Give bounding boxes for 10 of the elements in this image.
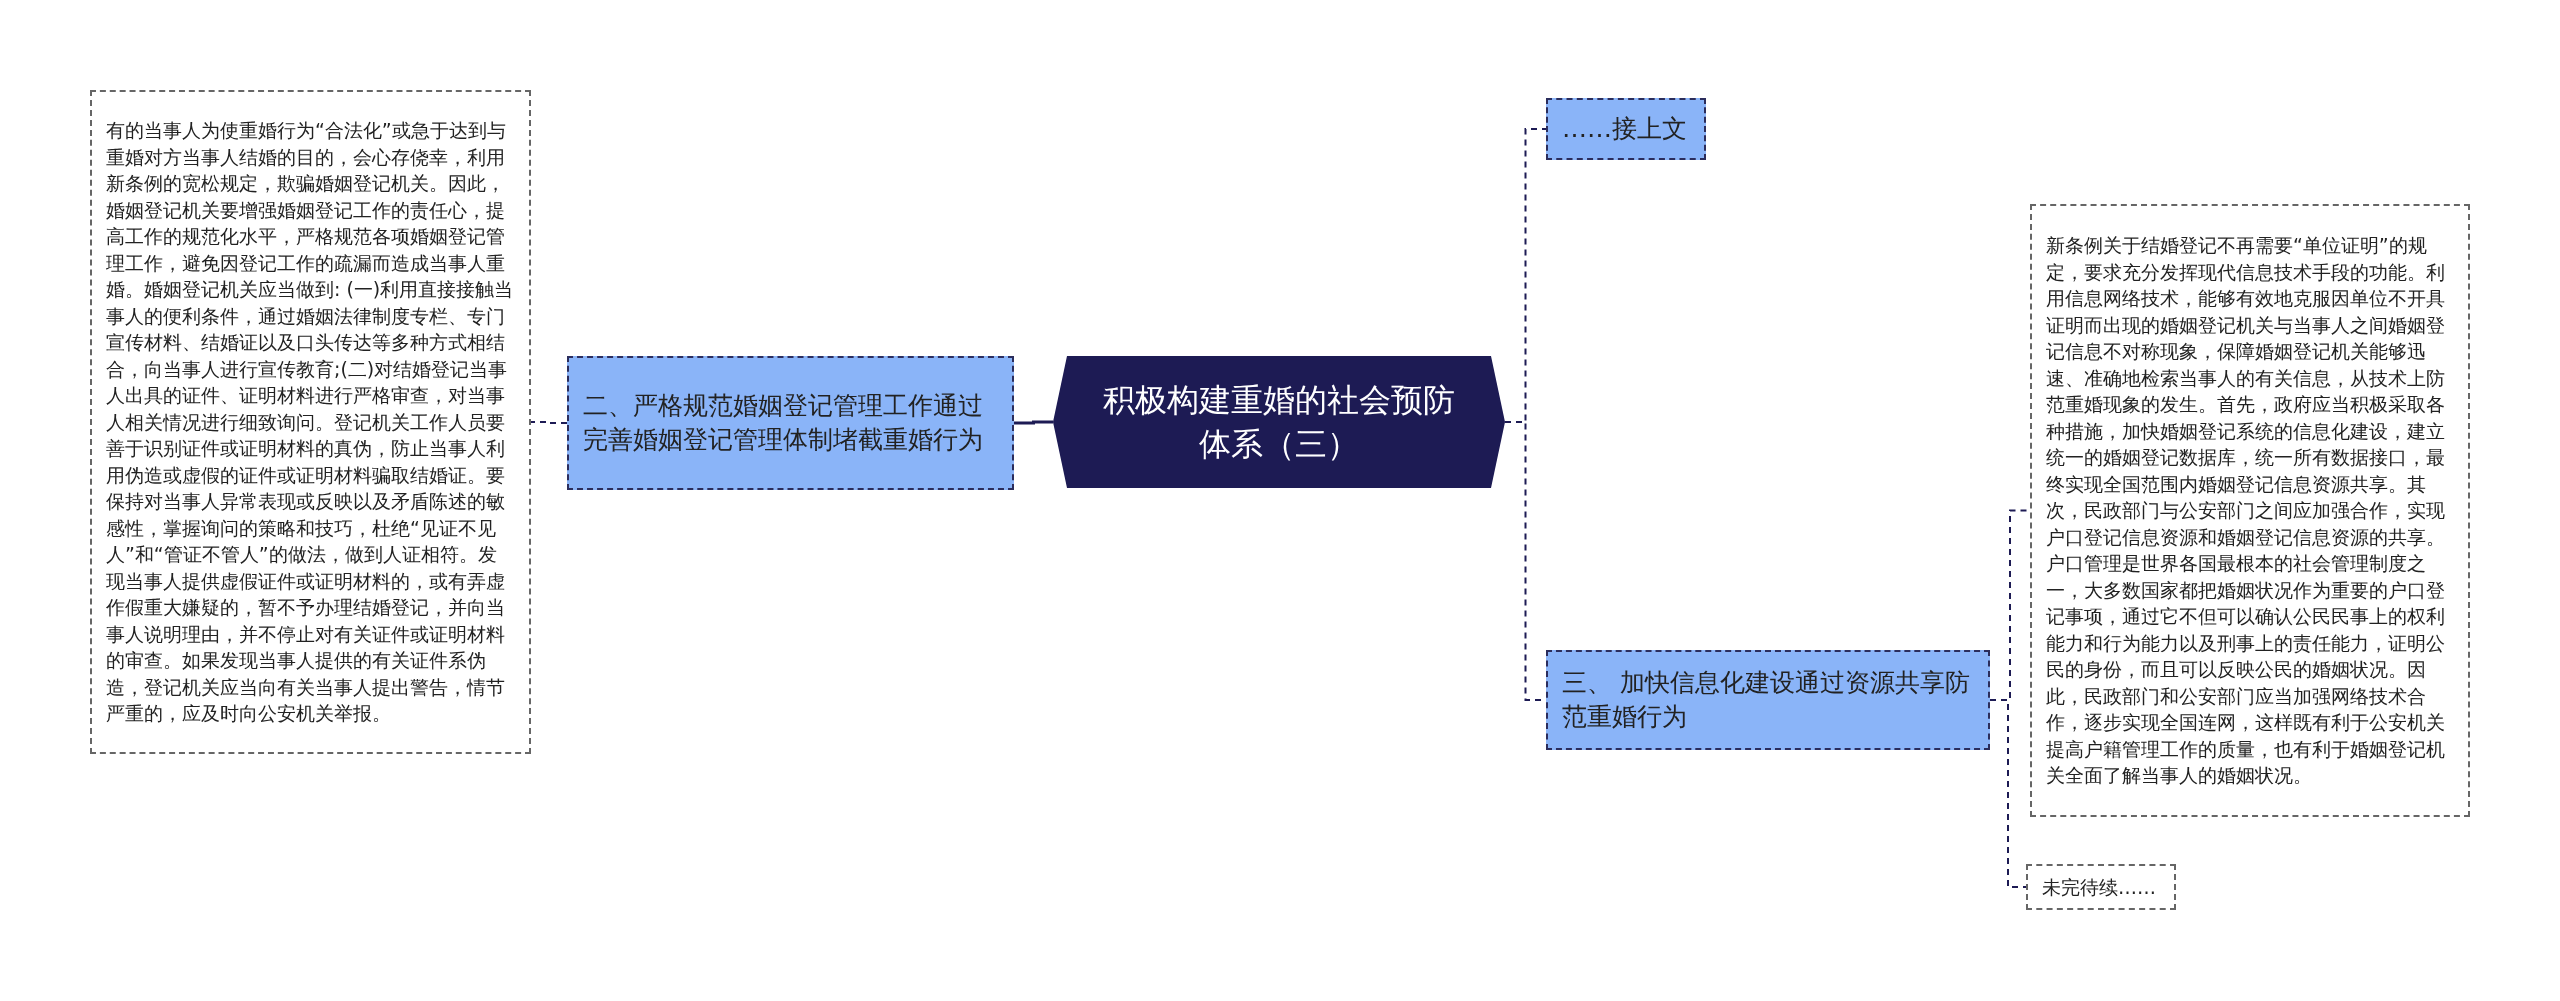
- text-note-box: 有的当事人为使重婚行为“合法化”或急于达到与重婚对方当事人结婚的目的，会心存侥幸，利用新条例的宽松规定，欺骗婚姻登记机关。因此，婚姻登记机关要增强婚姻登记工作的责任心，提高工作的规范化水平，严格规范各项婚姻登记管理工作，避免因登记工作的疏漏而造成当事人重婚。婚姻登记机关应当做到: (一)利用直接接触当事人的便利条件，通过婚姻法律制度专栏、专门宣传材料、结婚证以及口头传达等多种方式相结合，向当事人进行宣传教育;(二)对结婚登记当事人出具的证件、证明材料进行严格审查，对当事人相关情况进行细致询问。登记机关工作人员要善于识别证件或证明材料的真伪，防止当事人利用伪造或虚假的证件或证明材料骗取结婚证。要保持对当事人异常表现或反映以及矛盾陈述的敏感性，掌握询问的策略和技巧，杜绝“见证不见人”和“管证不管人”的做法，做到人证相符。发现当事人提供虚假证件或证明材料的，或有弄虚作假重大嫌疑的，暂不予办理结婚登记，并向当事人说明理由，并不停止对有关证件或证明材料的审查。如果发现当事人提供的有关证件系伪造，登记机关应当向有关当事人提出警告，情节严重的，应及时向公安机关举报。: [90, 90, 531, 754]
- topic-box: ……接上文: [1546, 98, 1706, 160]
- text-note-box: 新条例关于结婚登记不再需要“单位证明”的规定，要求充分发挥现代信息技术手段的功能。利用信息网络技术，能够有效地克服因单位不开具证明而出现的婚姻登记机关与当事人之间婚姻登记信息不对称现象，保障婚姻登记机关能够迅速、准确地检索当事人的有关信息，从技术上防范重婚现象的发生。首先，政府应当积极采取各种措施，加快婚姻登记系统的信息化建设，建立统一的婚姻登记数据库，统一所有数据接口，最终实现全国范围内婚姻登记信息资源共享。其次，民政部门与公安部门之间应加强合作，实现户口登记信息资源和婚姻登记信息资源的共享。户口管理是世界各国最根本的社会管理制度之一，大多数国家都把婚姻状况作为重要的户口登记事项，通过它不但可以确认公民民事上的权利能力和行为能力以及刑事上的责任能力，证明公民的身份，而且可以反映公民的婚姻状况。因此，民政部门和公安部门应当加强网络技术合作，逐步实现全国连网，这样既有利于公安机关提高户籍管理工作的质量，也有利于婚姻登记机关全面了解当事人的婚姻状况。: [2030, 204, 2470, 817]
- text-note-box: 未完待续……: [2026, 864, 2176, 910]
- connector-line: [1989, 699, 2027, 888]
- connector-line: [530, 421, 568, 424]
- topic-box: 二、严格规范婚姻登记管理工作通过完善婚姻登记管理体制堵截重婚行为: [567, 356, 1014, 490]
- connector-line: [1014, 420, 1053, 425]
- central-topic: 积极构建重婚的社会预防体系（三）: [1053, 356, 1505, 488]
- topic-box: 三、 加快信息化建设通过资源共享防范重婚行为: [1546, 650, 1990, 750]
